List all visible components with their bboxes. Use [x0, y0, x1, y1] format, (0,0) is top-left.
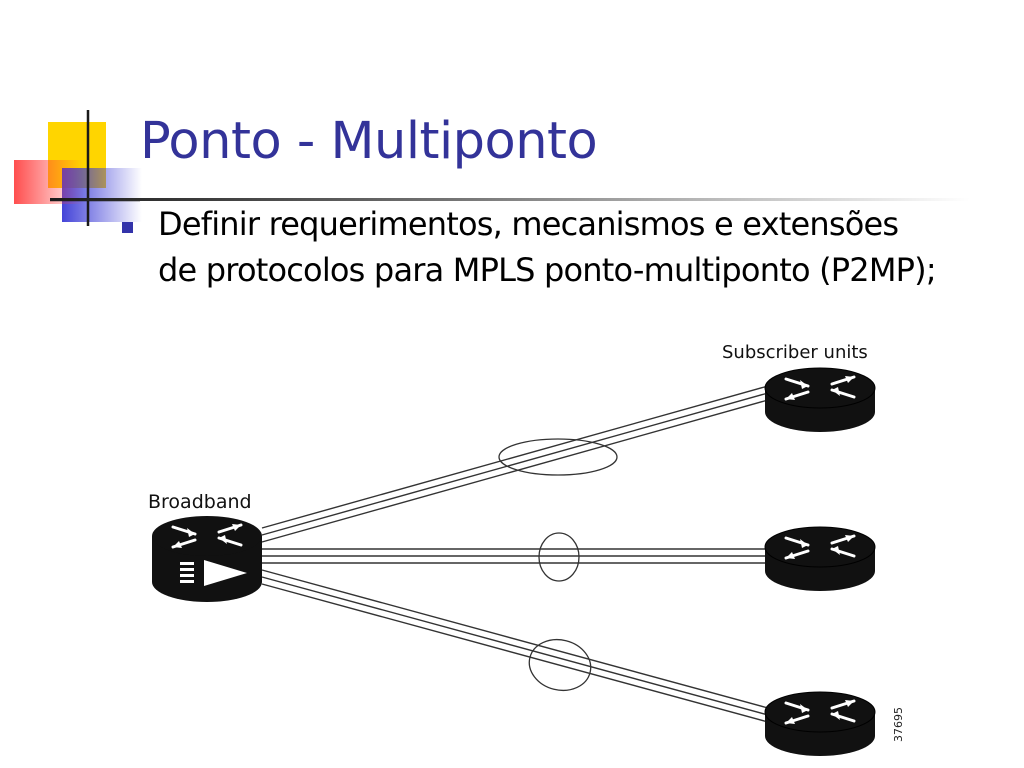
play-icon [204, 560, 247, 586]
subscriber-units-label: Subscriber units [722, 342, 868, 363]
subscriber-router-bottom-icon [763, 690, 877, 758]
figure-id-label: 37695 [892, 707, 905, 742]
broadband-router-icon [152, 516, 262, 602]
bundle-ellipse-top [498, 438, 618, 476]
bullet-marker [122, 222, 133, 233]
link-to-top-subscriber [261, 385, 769, 543]
bundle-ellipse-bottom [528, 638, 592, 692]
broadband-label: Broadband [148, 491, 252, 513]
bullet-text-1: Definir requerimentos, mecanismos e exte… [158, 205, 937, 289]
slide-title: Ponto - Multiponto [140, 112, 598, 171]
subscriber-router-middle-icon [763, 525, 877, 593]
link-to-bottom-subscriber [261, 569, 769, 723]
title-rule [50, 198, 970, 201]
bundle-ellipse-middle [538, 532, 580, 582]
subscriber-router-top-icon [763, 366, 877, 434]
deco-red-square [14, 160, 84, 204]
link-to-middle-subscriber [262, 548, 768, 564]
